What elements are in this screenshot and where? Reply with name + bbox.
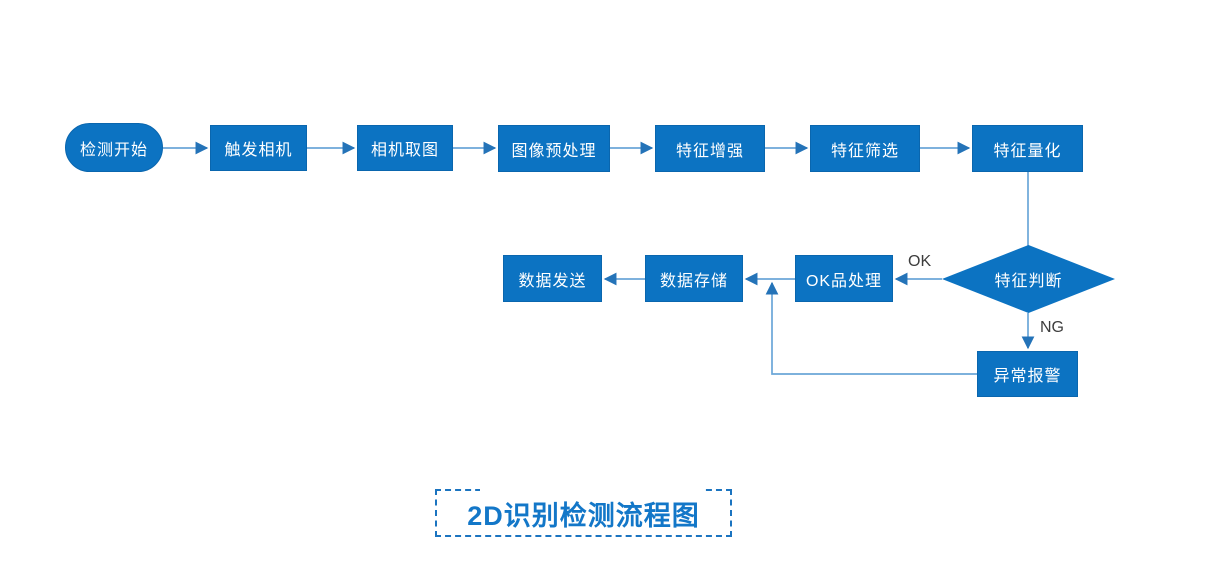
connector-alarm-feedback xyxy=(765,281,977,375)
node-feature-enhance: 特征增强 xyxy=(655,125,765,172)
branch-label-ok: OK xyxy=(908,253,932,270)
diagram-title-box: 2D识别检测流程图 xyxy=(435,488,732,537)
node-alarm: 异常报警 xyxy=(977,351,1078,397)
node-data-store: 数据存储 xyxy=(645,255,743,302)
node-camera-capture: 相机取图 xyxy=(357,125,453,171)
diagram-title: 2D识别检测流程图 xyxy=(467,500,700,531)
node-trigger-camera: 触发相机 xyxy=(210,125,307,171)
node-start: 检测开始 xyxy=(65,123,163,172)
node-ok-handle: OK品处理 xyxy=(795,255,893,302)
branch-label-ng: NG xyxy=(1040,319,1064,336)
title-box-border-gap xyxy=(480,488,704,492)
node-feature-filter: 特征筛选 xyxy=(810,125,920,172)
node-data-send: 数据发送 xyxy=(503,255,602,302)
node-feature-quantify: 特征量化 xyxy=(972,125,1083,172)
node-image-preprocess: 图像预处理 xyxy=(498,125,610,172)
